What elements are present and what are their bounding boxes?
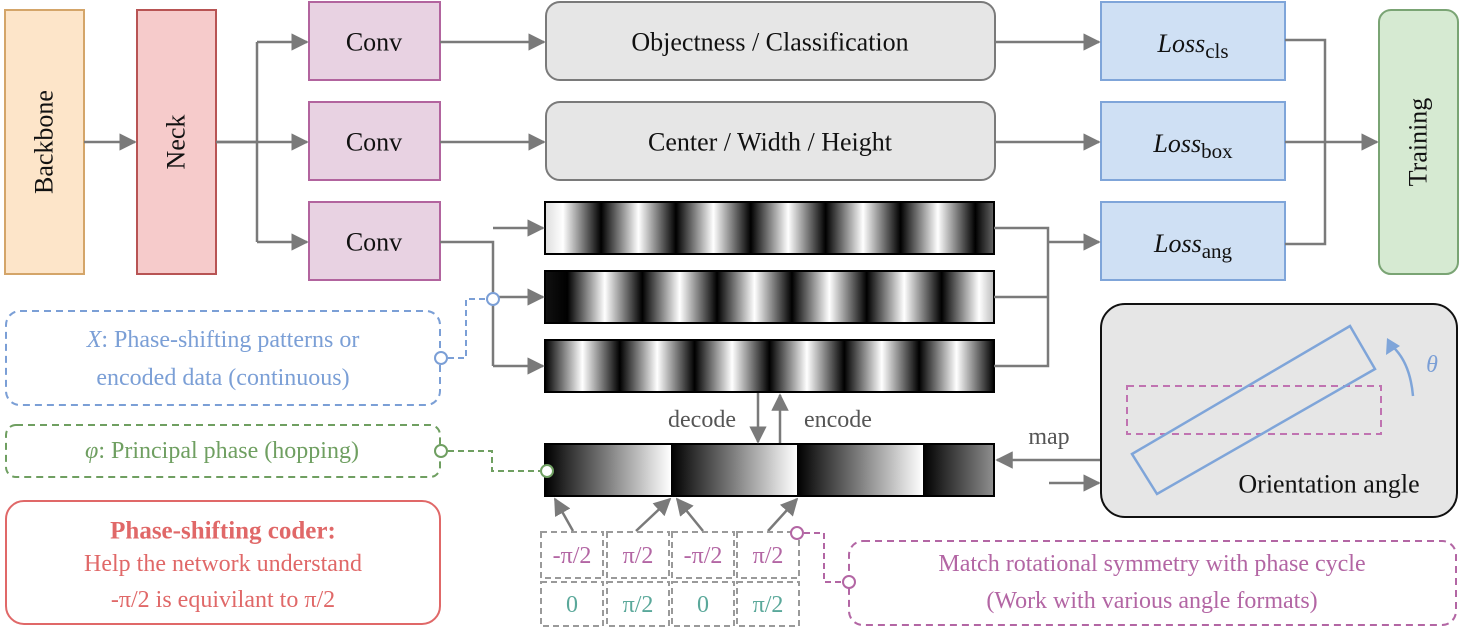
pattern-strip-1 xyxy=(544,201,995,255)
loss-prefix: Loss xyxy=(1156,29,1205,58)
x-callout-dot-icon xyxy=(434,351,448,365)
coder-title: Phase-shifting coder: xyxy=(110,518,336,545)
head-box-block: Center / Width / Height xyxy=(545,101,996,181)
match-line1: Match rotational symmetry with phase cyc… xyxy=(938,551,1365,577)
orientation-panel: θ Orientation angle xyxy=(1100,303,1458,518)
loss-cls-block: Losscls xyxy=(1100,1,1286,81)
phase-bottom-2: π/2 xyxy=(623,592,654,618)
coder-callout: Phase-shifting coder: Help the network u… xyxy=(5,500,441,625)
phi-callout-text: φ: Principal phase (hopping) xyxy=(85,438,359,464)
pattern-strip-2 xyxy=(544,270,995,324)
phi-callout: φ: Principal phase (hopping) xyxy=(5,424,554,478)
x-line1-text: : Phase-shifting patterns or xyxy=(101,327,359,353)
head-box-label: Center / Width / Height xyxy=(648,128,893,157)
phi-callout-dot-icon xyxy=(434,444,448,458)
training-block: Training xyxy=(1378,9,1459,275)
loss-ang-block: Lossang xyxy=(1100,201,1286,281)
conv-block-1: Conv xyxy=(308,1,441,81)
phase-bottom-4: π/2 xyxy=(753,592,784,618)
x-callout-line1: X: Phase-shifting patterns or xyxy=(86,327,360,353)
loss-box-label: Lossbox xyxy=(1152,129,1233,163)
rotated-box xyxy=(1130,324,1377,496)
conv-label-3: Conv xyxy=(346,228,402,257)
phase-top-3: -π/2 xyxy=(684,543,723,569)
x-callout-end-icon xyxy=(486,292,500,306)
phase-top-2: π/2 xyxy=(623,543,654,569)
phase-bottom-3: 0 xyxy=(697,592,709,618)
encode-label: encode xyxy=(804,407,872,433)
conv-label-2: Conv xyxy=(346,128,402,157)
coder-line1: Help the network understand xyxy=(84,551,362,577)
theta-label: θ xyxy=(1426,352,1438,378)
connectors xyxy=(84,33,1379,532)
orientation-angle-label: Orientation angle xyxy=(1238,470,1419,499)
conv-label-1: Conv xyxy=(346,28,402,57)
loss-sub-ang: ang xyxy=(1202,239,1233,263)
decode-label: decode xyxy=(668,407,736,433)
coder-line2: -π/2 is equivilant to π/2 xyxy=(111,587,335,613)
phase-table: -π/2 π/2 -π/2 π/2 0 π/2 0 π/2 xyxy=(540,531,800,627)
phi-var: φ xyxy=(85,438,98,464)
loss-sub-cls: cls xyxy=(1205,39,1228,63)
match-line2: (Work with various angle formats) xyxy=(986,588,1317,614)
conv-block-3: Conv xyxy=(308,201,441,281)
phi-callout-leader xyxy=(448,450,540,472)
match-callout-leader xyxy=(804,532,842,583)
head-cls-label: Objectness / Classification xyxy=(631,28,908,57)
rotation-arrowhead-icon xyxy=(1386,338,1400,355)
loss-cls-label: Losscls xyxy=(1156,29,1228,63)
x-var: X xyxy=(86,327,103,353)
training-label: Training xyxy=(1404,98,1433,187)
x-callout: X: Phase-shifting patterns or encoded da… xyxy=(5,292,500,406)
match-callout-dot-icon xyxy=(790,526,804,540)
phase-top-4: π/2 xyxy=(753,543,784,569)
match-callout: Match rotational symmetry with phase cyc… xyxy=(790,526,1457,626)
backbone-label: Backbone xyxy=(30,90,59,194)
backbone-block: Backbone xyxy=(4,9,85,275)
head-cls-block: Objectness / Classification xyxy=(545,1,996,81)
phase-bottom-1: 0 xyxy=(566,592,578,618)
x-callout-leader xyxy=(448,298,486,359)
phi-text: : Principal phase (hopping) xyxy=(98,438,359,464)
match-callout-end-icon xyxy=(842,575,856,589)
phase-top-1: -π/2 xyxy=(553,543,592,569)
reference-box xyxy=(1126,385,1382,435)
loss-ang-label: Lossang xyxy=(1153,229,1233,263)
neck-block: Neck xyxy=(136,9,217,275)
x-callout-line2: encoded data (continuous) xyxy=(96,365,349,391)
principal-phase-strip xyxy=(544,443,1054,497)
phi-callout-end-icon xyxy=(540,464,554,478)
loss-sub-box: box xyxy=(1201,139,1233,163)
map-label: map xyxy=(1028,424,1069,450)
loss-prefix: Loss xyxy=(1152,129,1201,158)
loss-box-block: Lossbox xyxy=(1100,101,1286,181)
loss-prefix: Loss xyxy=(1153,229,1202,258)
conv-block-2: Conv xyxy=(308,101,441,181)
pattern-strip-3 xyxy=(544,339,995,393)
neck-label: Neck xyxy=(162,115,191,170)
